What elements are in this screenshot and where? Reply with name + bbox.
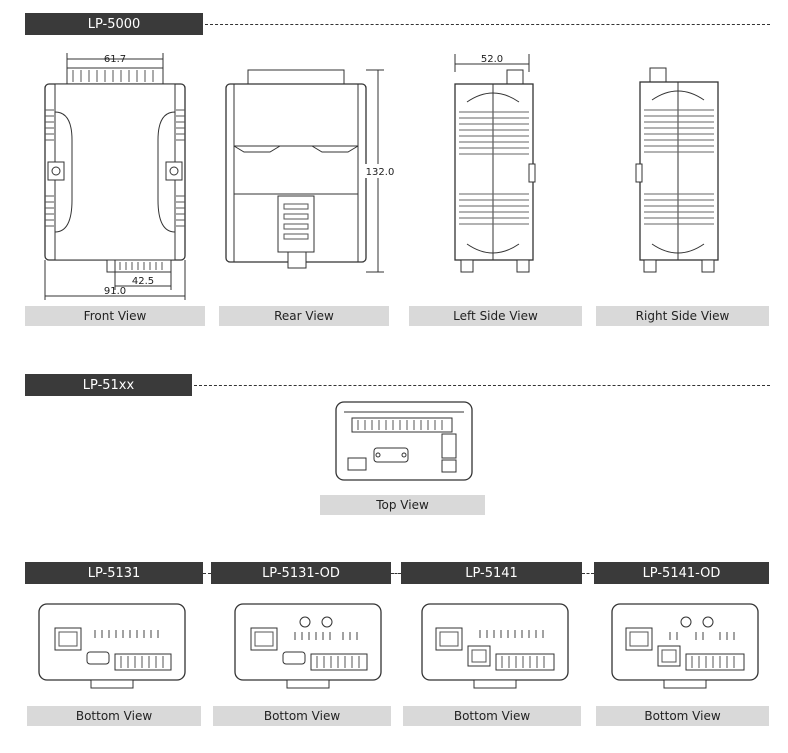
front-width-dimension: 91.0 <box>104 286 126 297</box>
label-bottom-view-lp5141-od: Bottom View <box>596 706 769 726</box>
label-right-side-view: Right Side View <box>596 306 769 326</box>
model-divider <box>391 573 401 574</box>
label-bottom-view-lp5131: Bottom View <box>27 706 201 726</box>
label-top-view: Top View <box>320 495 485 515</box>
model-header-lp5141: LP-5141 <box>401 562 582 584</box>
label-left-side-view: Left Side View <box>409 306 582 326</box>
front-top-dimension: 61.7 <box>104 54 126 65</box>
bottom-view-drawing-lp5131 <box>38 603 186 689</box>
model-header-lp5141-od: LP-5141-OD <box>594 562 769 584</box>
front-connector-dimension: 42.5 <box>132 276 154 287</box>
rear-view-drawing: 132.0 <box>225 69 395 273</box>
label-rear-view: Rear View <box>219 306 389 326</box>
bottom-view-drawing-lp5141 <box>421 603 569 689</box>
bottom-view-drawing-lp5131-od <box>234 603 382 689</box>
label-bottom-view-lp5141: Bottom View <box>403 706 581 726</box>
rear-height-dimension: 132.0 <box>366 167 395 178</box>
model-header-lp5131: LP-5131 <box>25 562 203 584</box>
bottom-view-drawing-lp5141-od <box>611 603 759 689</box>
label-bottom-view-lp5131-od: Bottom View <box>213 706 391 726</box>
right-side-view-drawing <box>635 67 719 273</box>
model-header-lp5131-od: LP-5131-OD <box>211 562 391 584</box>
section-divider <box>194 385 770 386</box>
section-header-lp51xx: LP-51xx <box>25 374 192 396</box>
top-view-drawing <box>335 401 473 481</box>
section-divider <box>205 24 770 25</box>
front-view-drawing: 61.7 42.5 91.0 <box>44 53 186 300</box>
side-width-dimension: 52.0 <box>481 54 503 65</box>
section-header-lp5000: LP-5000 <box>25 13 203 35</box>
label-front-view: Front View <box>25 306 205 326</box>
model-divider <box>582 573 594 574</box>
model-divider <box>203 573 211 574</box>
left-side-view-drawing: 52.0 <box>454 54 536 273</box>
